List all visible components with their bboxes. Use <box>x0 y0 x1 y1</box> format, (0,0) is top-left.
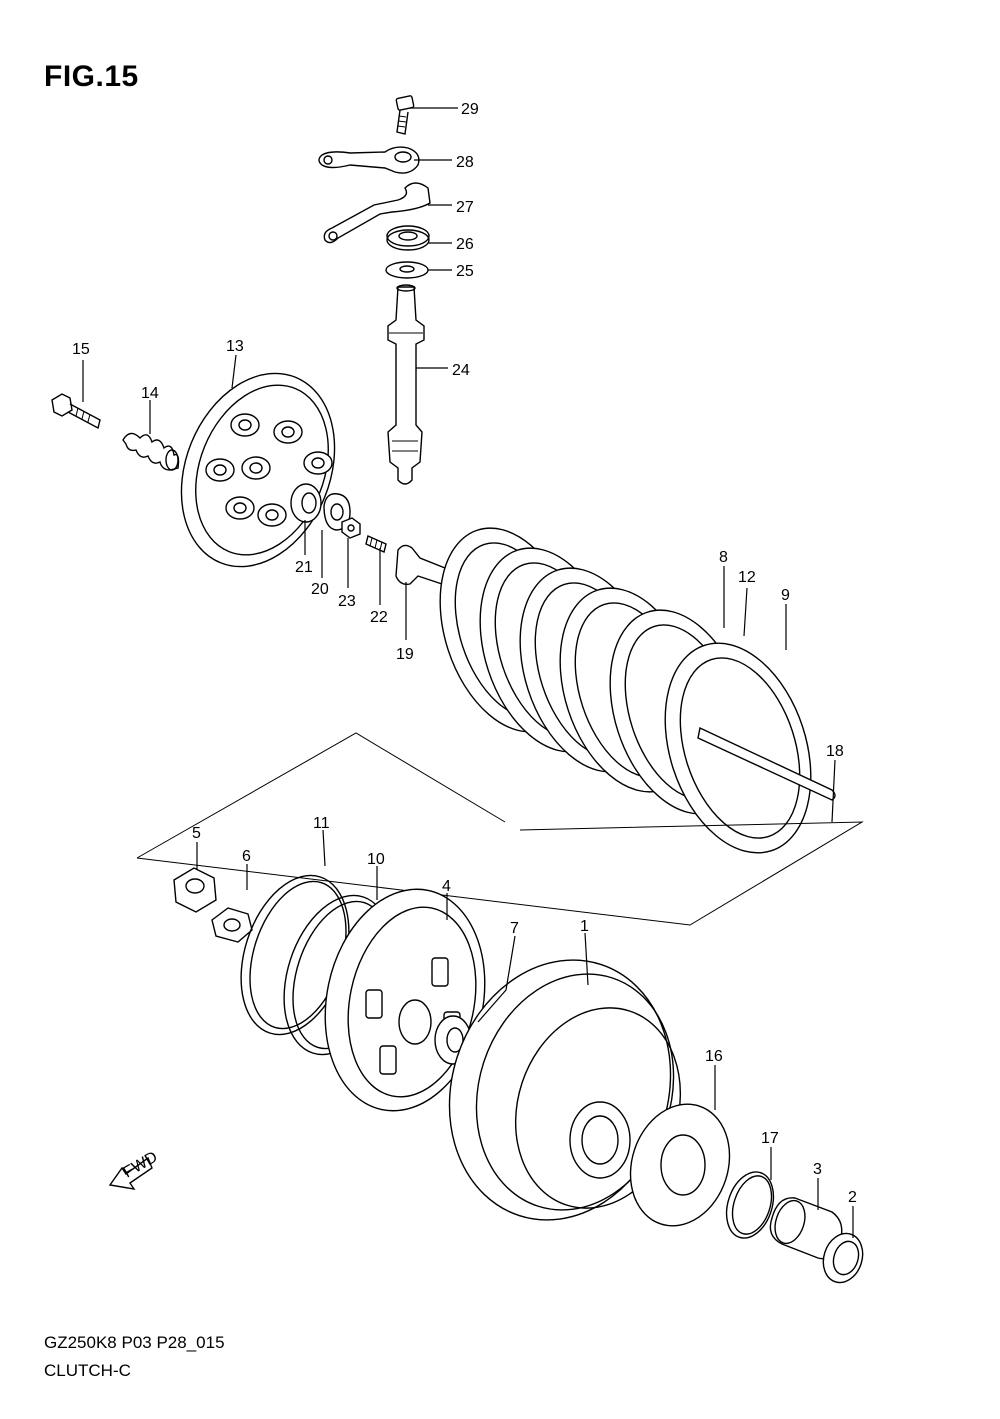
o-ring-17 <box>725 1171 775 1239</box>
callout-15: 15 <box>72 341 90 358</box>
callout-26: 26 <box>456 236 474 253</box>
clutch-plate-stack <box>439 527 836 854</box>
callout-11: 11 <box>313 815 330 832</box>
callout-12: 12 <box>738 569 756 586</box>
screw-22 <box>365 535 387 553</box>
nut-5 <box>173 867 217 913</box>
callout-leaders <box>82 107 854 1238</box>
callout-21: 21 <box>295 559 313 576</box>
callout-27: 27 <box>456 199 474 216</box>
primary-driven-gear-1 <box>448 959 682 1221</box>
callout-13: 13 <box>226 338 244 355</box>
oil-pump-gear-16 <box>629 1103 731 1227</box>
callout-10: 10 <box>367 851 385 868</box>
callout-18: 18 <box>826 743 844 760</box>
callout-8: 8 <box>719 549 728 566</box>
washer-6 <box>211 907 253 943</box>
callout-24: 24 <box>452 362 470 379</box>
callout-labels: 29 28 27 26 25 24 15 13 14 21 20 23 22 1… <box>72 101 857 1206</box>
section-name: CLUTCH-C <box>44 1361 131 1380</box>
callout-3: 3 <box>813 1161 822 1178</box>
pressure-plate-13 <box>180 372 336 568</box>
callout-25: 25 <box>456 263 474 280</box>
callout-23: 23 <box>338 593 356 610</box>
callout-4: 4 <box>442 878 451 895</box>
callout-28: 28 <box>456 154 474 171</box>
thrust-washer-2 <box>822 1232 864 1284</box>
bearing-21 <box>290 483 322 523</box>
release-arm-28 <box>318 146 420 174</box>
callout-16: 16 <box>705 1048 723 1065</box>
oil-seal-26 <box>386 225 430 251</box>
clutch-spring-14 <box>122 432 180 471</box>
callout-9: 9 <box>781 587 790 604</box>
callout-1: 1 <box>580 918 589 935</box>
callout-20: 20 <box>311 581 329 598</box>
fwd-arrow-icon: FWD <box>108 1149 161 1190</box>
washer-25 <box>385 261 429 279</box>
callout-2: 2 <box>848 1189 857 1206</box>
callout-7: 7 <box>510 920 519 937</box>
callout-17: 17 <box>761 1130 779 1147</box>
spring-27 <box>323 182 431 244</box>
model-code: GZ250K8 P03 P28_015 <box>44 1333 225 1352</box>
bolt-15 <box>51 393 101 430</box>
release-shaft-24 <box>387 284 425 485</box>
callout-22: 22 <box>370 609 388 626</box>
callout-14: 14 <box>141 385 159 402</box>
callout-5: 5 <box>192 825 201 842</box>
callout-29: 29 <box>461 101 479 118</box>
callout-19: 19 <box>396 646 414 663</box>
nut-23 <box>341 517 361 539</box>
fig-title: FIG.15 <box>44 60 139 93</box>
bolt-29 <box>395 95 415 135</box>
callout-6: 6 <box>242 848 251 865</box>
